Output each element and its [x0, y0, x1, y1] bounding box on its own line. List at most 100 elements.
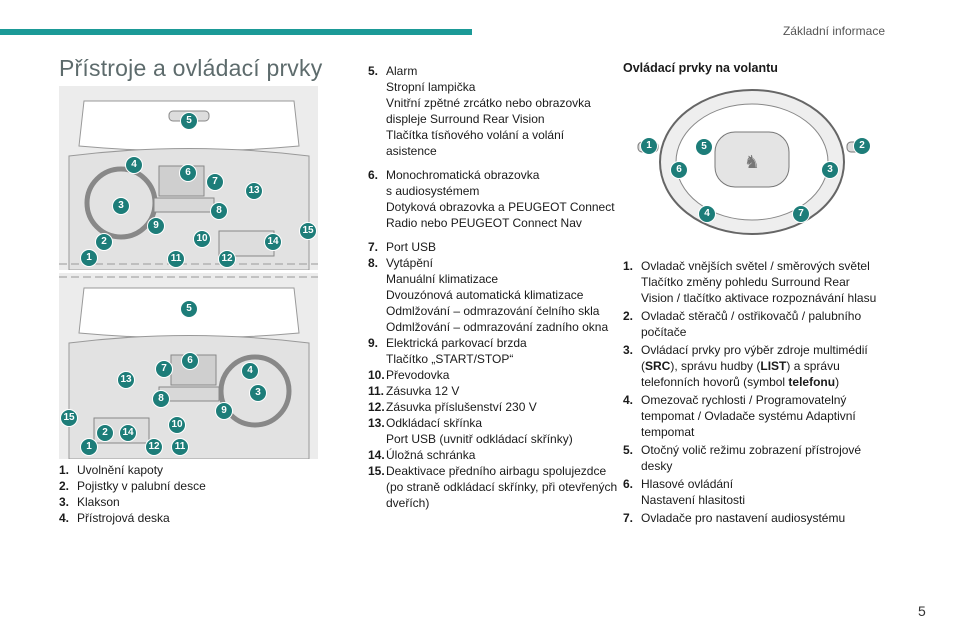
steering-wheel-illustration: ♞ [630, 82, 875, 242]
legend-number: 5. [368, 64, 379, 78]
legend-item: 7. Ovladače pro nastavení audiosystému [623, 510, 893, 526]
legend-number: 7. [623, 511, 634, 525]
legend-number: 6. [368, 168, 379, 182]
legend-number: 15. [368, 464, 385, 478]
legend-item: 10.Převodovka [368, 367, 618, 383]
legend-number: 14. [368, 448, 385, 462]
callout-badge: 8 [210, 202, 228, 220]
legend-number: 5. [623, 443, 634, 457]
legend-text: Elektrická parkovací brzda [386, 336, 527, 350]
legend-text: Pojistky v palubní desce [77, 479, 206, 493]
legend-number: 4. [59, 511, 70, 525]
callout-badge: 4 [241, 362, 259, 380]
legend-text: Ovladač stěračů / ostřikovačů / palubníh… [641, 309, 862, 323]
legend-item: 2.Ovladač stěračů / ostřikovačů / palubn… [623, 308, 893, 340]
legend-item: 14.Úložná schránka [368, 447, 618, 463]
callout-badge: 11 [167, 250, 185, 268]
callout-badge: 6 [670, 161, 688, 179]
callout-badge: 5 [695, 138, 713, 156]
legend-text: Port USB (uvnitř odkládací skřínky) [386, 432, 573, 446]
legend-text: tempomat [641, 425, 695, 439]
legend-text: Uvolnění kapoty [77, 463, 164, 477]
legend-text: Stropní lampička [386, 80, 476, 94]
legend-text: Zásuvka 12 V [386, 384, 460, 398]
legend-item: 2.Pojistky v palubní desce [59, 478, 319, 494]
callout-badge: 1 [640, 137, 658, 155]
legend-text: Alarm [386, 64, 418, 78]
legend-text: telefonních hovorů (symbol telefonu) [641, 375, 840, 389]
legend-text: Ovládací prvky pro výběr zdroje multiméd… [641, 343, 868, 357]
header-accent-bar [0, 29, 472, 35]
legend-text: Odkládací skřínka [386, 416, 483, 430]
callout-badge: 11 [171, 438, 189, 456]
page-title: Přístroje a ovládací prvky [59, 55, 323, 81]
legend-number: 13. [368, 416, 385, 430]
callout-badge: 1 [80, 438, 98, 456]
legend-text: Odmlžování – odmrazování čelního skla [386, 304, 600, 318]
callout-badge: 7 [792, 205, 810, 223]
legend-text: Port USB [386, 240, 437, 254]
callout-badge: 2 [96, 424, 114, 442]
page-number: 5 [918, 603, 926, 619]
svg-text:♞: ♞ [744, 152, 760, 172]
callout-badge: 6 [181, 352, 199, 370]
callout-badge: 3 [112, 197, 130, 215]
legend-text: Deaktivace předního airbagu spolujezdce [386, 464, 607, 478]
callout-badge: 15 [299, 222, 317, 240]
legend-item: 4.Přístrojová deska [59, 510, 319, 526]
legend-item: 3.Ovládací prvky pro výběr zdroje multim… [623, 342, 893, 390]
legend-text: Tlačítko „START/STOP“ [386, 352, 514, 366]
legend-text: počítače [641, 325, 687, 339]
legend-item: 4. Omezovač rychlosti / Programovatelný te… [623, 392, 893, 440]
legend-text: displeje Surround Rear Vision [386, 112, 545, 126]
steering-wheel-drawing: ♞ [637, 89, 868, 235]
legend-text: Úložná schránka [386, 448, 476, 462]
legend-text: Monochromatická obrazovka [386, 168, 540, 182]
legend-number: 1. [59, 463, 70, 477]
legend-text: Klakson [77, 495, 120, 509]
legend-text: Převodovka [386, 368, 450, 382]
legend-number: 10. [368, 368, 385, 382]
legend-text: Nastavení hlasitosti [641, 493, 746, 507]
callout-badge: 13 [245, 182, 263, 200]
legend-text: Manuální klimatizace [386, 272, 499, 286]
legend-item: 1. Uvolnění kapoty [59, 462, 319, 478]
legend-text: Omezovač rychlosti / Programovatelný [641, 393, 847, 407]
legend-text: Otočný volič režimu zobrazení přístrojov… [641, 443, 862, 457]
callout-badge: 5 [180, 112, 198, 130]
legend-text: Ovladač vnějších světel / směrových svět… [641, 259, 870, 273]
legend-text: Vytápění [386, 256, 433, 270]
legend-number: 11. [368, 384, 385, 398]
legend-text: s audiosystémem [386, 184, 480, 198]
legend-text: Dotyková obrazovka a PEUGEOT Connect [386, 200, 615, 214]
dashboard-drawing [59, 100, 318, 270]
callout-badge: 12 [145, 438, 163, 456]
legend-number: 8. [368, 256, 379, 270]
callout-badge: 4 [125, 156, 143, 174]
callout-badge: 10 [193, 230, 211, 248]
legend-text: Odmlžování – odmrazování zadního okna [386, 320, 609, 334]
legend-number: 4. [623, 393, 634, 407]
legend-item: 12.Zásuvka příslušenství 230 V [368, 399, 618, 415]
callout-badge: 12 [218, 250, 236, 268]
callout-badge: 1 [80, 249, 98, 267]
callout-badge: 15 [60, 409, 78, 427]
callout-badge: 14 [264, 233, 282, 251]
legend-number: 6. [623, 477, 634, 491]
legend-item: 3.Klakson [59, 494, 319, 510]
callout-badge: 14 [119, 424, 137, 442]
legend-text: Tlačítko změny pohledu Surround Rear [641, 275, 850, 289]
callout-badge: 2 [95, 233, 113, 251]
callout-badge: 13 [117, 371, 135, 389]
legend-item: 15.Deaktivace předního airbagu spolujezd… [368, 463, 618, 511]
callout-badge: 9 [215, 402, 233, 420]
steering-controls-heading: Ovládací prvky na volantu [623, 61, 778, 75]
legend-item: 7.Port USB [368, 239, 618, 255]
legend-text: Ovladače pro nastavení audiosystému [641, 511, 846, 525]
